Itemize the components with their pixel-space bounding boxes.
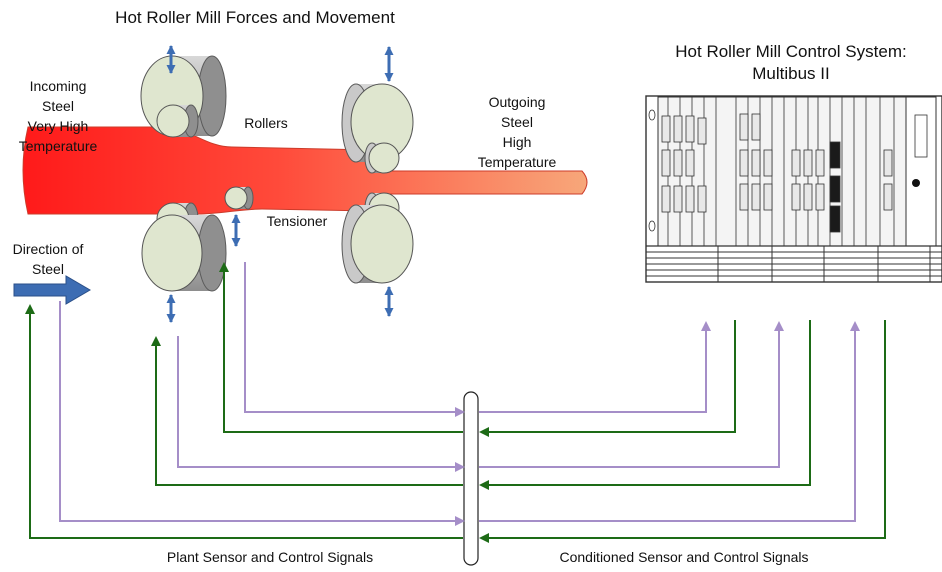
rack-card-connector — [763, 183, 773, 211]
rack-card-connector — [763, 149, 773, 177]
rack-card-connector — [791, 183, 801, 211]
rack-card-connector — [739, 149, 749, 177]
multibus-ii-rack — [645, 95, 942, 283]
rack-card-connector — [751, 183, 761, 211]
conditioned-sensor-line — [479, 321, 711, 413]
rack-card-connector — [803, 149, 813, 177]
diagram-title-left: Hot Roller Mill Forces and Movement — [115, 8, 395, 27]
conditioned-control-line — [479, 320, 736, 437]
conditioned-control-line — [479, 320, 811, 490]
sensor-line — [59, 301, 465, 526]
rack-card-connector — [673, 115, 683, 143]
outgoing-steel-label: Outgoing Steel High Temperature — [477, 94, 557, 170]
rack-card-chip — [829, 141, 841, 169]
rack-card-connector — [661, 149, 671, 177]
steel-strip — [22, 126, 588, 215]
conditioned-control-line — [479, 320, 886, 543]
rack-card-connector — [751, 149, 761, 177]
diagram-title-right: Hot Roller Mill Control System: Multibus… — [675, 42, 907, 83]
rack-card-connector — [803, 183, 813, 211]
rack-card-connector — [685, 149, 695, 177]
rack-card-connector — [697, 117, 707, 145]
upper-work-roller-right — [341, 83, 414, 163]
rack-card-connector — [815, 149, 825, 177]
plant-signals-label: Plant Sensor and Control Signals — [166, 549, 374, 565]
upper-backup-roller-left — [156, 104, 199, 138]
conditioned-signals-label: Conditioned Sensor and Control Signals — [559, 549, 809, 565]
direction-arrow-icon — [13, 275, 91, 305]
sensor-line — [177, 336, 465, 472]
rollers-label: Rollers — [244, 115, 288, 131]
rack-card-connector — [739, 113, 749, 141]
tensioner-label: Tensioner — [266, 213, 328, 229]
rack-card-chip — [829, 205, 841, 233]
lower-work-roller-right — [341, 204, 414, 284]
control-line — [219, 262, 463, 433]
rack-card-connector — [815, 183, 825, 211]
rack-card-connector — [883, 149, 893, 177]
rack-card-connector — [739, 183, 749, 211]
signal-conditioner-bar — [463, 391, 479, 566]
control-line — [25, 304, 463, 539]
rack-card-connector — [751, 113, 761, 141]
upper-backup-roller-right — [364, 142, 400, 174]
rack-card-connector — [673, 185, 683, 213]
rack-card-connector — [661, 185, 671, 213]
rack-card-connector — [673, 149, 683, 177]
conditioned-sensor-line — [479, 321, 784, 468]
rack-card-connector — [685, 185, 695, 213]
conditioned-sensor-line — [479, 321, 860, 522]
rack-card-connector — [697, 185, 707, 213]
rack-card-connector — [685, 115, 695, 143]
rack-card-connector — [791, 149, 801, 177]
rack-card-chip — [829, 175, 841, 203]
control-line — [151, 336, 463, 486]
tensioner-roller — [224, 186, 254, 210]
lower-work-roller-left — [141, 214, 227, 292]
incoming-steel-label: Incoming Steel Very High Temperature — [18, 78, 98, 154]
direction-of-steel-label: Direction of Steel — [12, 241, 84, 277]
rack-card-connector — [883, 183, 893, 211]
sensor-line — [244, 262, 465, 417]
rack-card-connector — [661, 115, 671, 143]
